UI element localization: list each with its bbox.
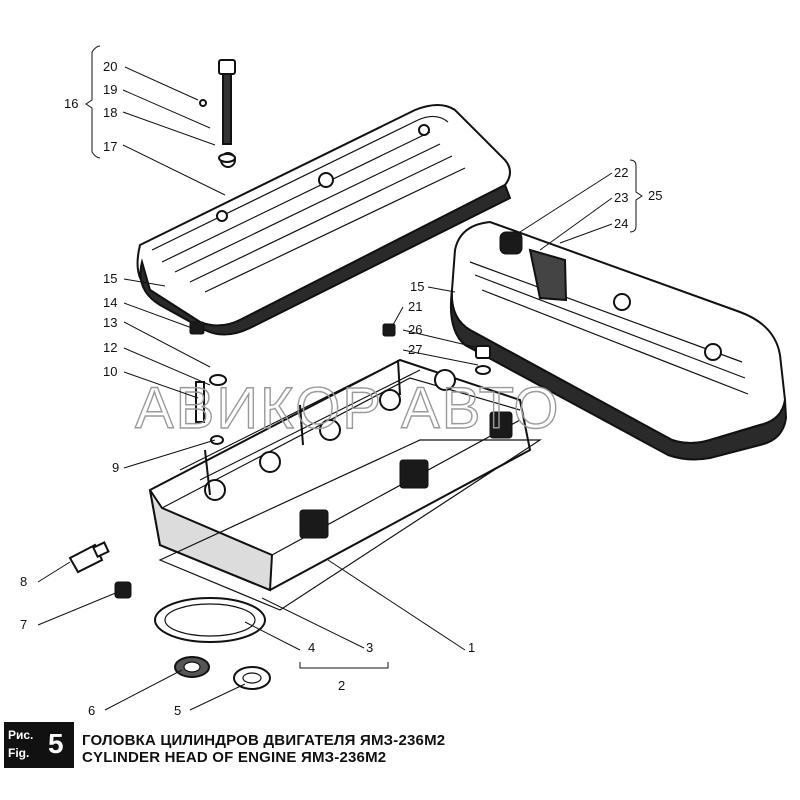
callout-26: 26 bbox=[408, 322, 422, 337]
callout-15-right: 15 bbox=[410, 279, 424, 294]
callout-1: 1 bbox=[468, 640, 475, 655]
callout-19: 19 bbox=[103, 82, 117, 97]
callout-9: 9 bbox=[112, 460, 119, 475]
leader-lines bbox=[37, 45, 643, 711]
figure-caption: Рис. Fig. 5 ГОЛОВКА ЦИЛИНДРОВ ДВИГАТЕЛЯ … bbox=[0, 722, 800, 772]
right-valve-cover bbox=[449, 220, 788, 461]
callout-18: 18 bbox=[103, 105, 117, 120]
callout-8: 8 bbox=[20, 574, 27, 589]
callout-23: 23 bbox=[614, 190, 628, 205]
left-valve-cover bbox=[136, 104, 512, 336]
callout-13: 13 bbox=[103, 315, 117, 330]
callout-27: 27 bbox=[408, 342, 422, 357]
head-gasket bbox=[154, 439, 543, 643]
callout-7: 7 bbox=[20, 617, 27, 632]
figure-label-ru: Рис. bbox=[8, 728, 34, 742]
callout-3: 3 bbox=[366, 640, 373, 655]
callout-6: 6 bbox=[88, 703, 95, 718]
cover-bolt-assembly bbox=[199, 59, 236, 163]
callout-14: 14 bbox=[103, 295, 117, 310]
figure-badge: Рис. Fig. 5 bbox=[4, 722, 74, 768]
callout-20: 20 bbox=[103, 59, 117, 74]
callout-22: 22 bbox=[614, 165, 628, 180]
figure-label-en: Fig. bbox=[8, 746, 30, 760]
callout-2: 2 bbox=[338, 678, 345, 693]
figure-number: 5 bbox=[48, 728, 64, 759]
callout-5: 5 bbox=[174, 703, 181, 718]
callout-12: 12 bbox=[103, 340, 117, 355]
figure-title-ru: ГОЛОВКА ЦИЛИНДРОВ ДВИГАТЕЛЯ ЯМЗ-236М2 bbox=[82, 732, 446, 749]
figure-title-en: CYLINDER HEAD OF ENGINE ЯМЗ-236М2 bbox=[82, 749, 387, 766]
callout-24: 24 bbox=[614, 216, 628, 231]
callout-17: 17 bbox=[103, 139, 117, 154]
callout-16: 16 bbox=[64, 96, 78, 111]
callout-10: 10 bbox=[103, 364, 117, 379]
watermark: АВИКОР АВТО bbox=[135, 376, 561, 441]
callout-21: 21 bbox=[408, 299, 422, 314]
small-parts bbox=[68, 321, 491, 690]
cylinder-head bbox=[148, 358, 532, 592]
callout-25: 25 bbox=[648, 188, 662, 203]
callout-4: 4 bbox=[308, 640, 315, 655]
callout-labels: 20 19 16 18 17 15 14 13 12 10 9 8 7 6 5 … bbox=[20, 59, 662, 718]
callout-15-left: 15 bbox=[103, 271, 117, 286]
